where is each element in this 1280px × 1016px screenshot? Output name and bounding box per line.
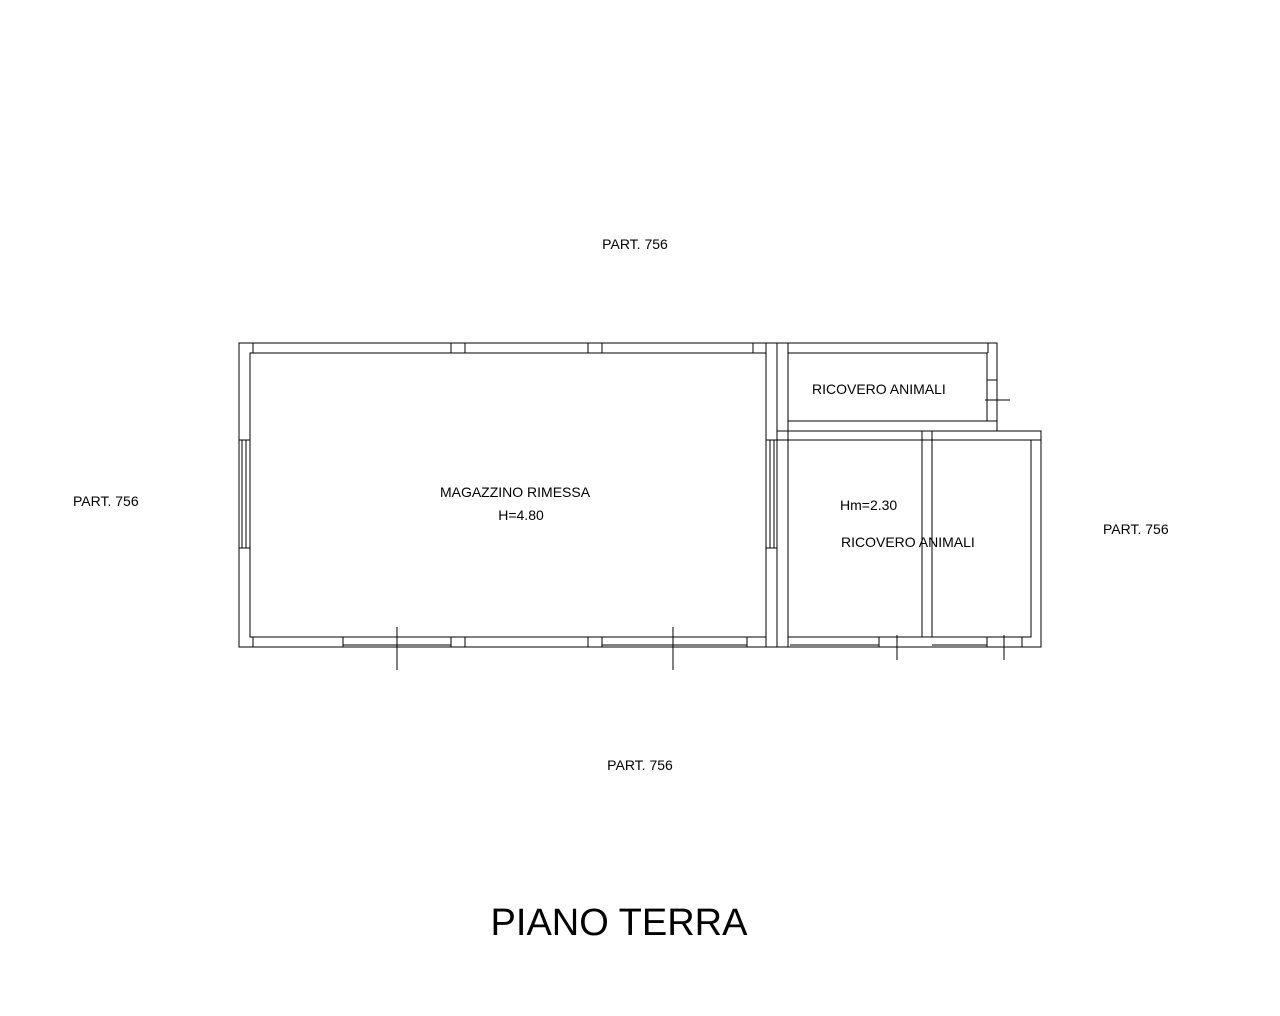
boundary-label-west: PART. 756 [73, 493, 139, 509]
boundary-label-south: PART. 756 [607, 757, 673, 773]
outer-wall [238, 342, 1042, 648]
room-name-ricovero-bottom: RICOVERO ANIMALI [841, 534, 975, 550]
room-height-ricovero-bottom: Hm=2.30 [840, 497, 898, 513]
boundary-label-north: PART. 756 [602, 236, 668, 252]
room-name-magazzino: MAGAZZINO RIMESSA [439, 484, 591, 500]
room-height-magazzino: H=4.80 [498, 507, 544, 523]
room-name-ricovero-top: RICOVERO ANIMALI [812, 381, 946, 397]
boundary-label-east: PART. 756 [1103, 521, 1169, 537]
drawing-title: PIANO TERRA [490, 902, 748, 944]
